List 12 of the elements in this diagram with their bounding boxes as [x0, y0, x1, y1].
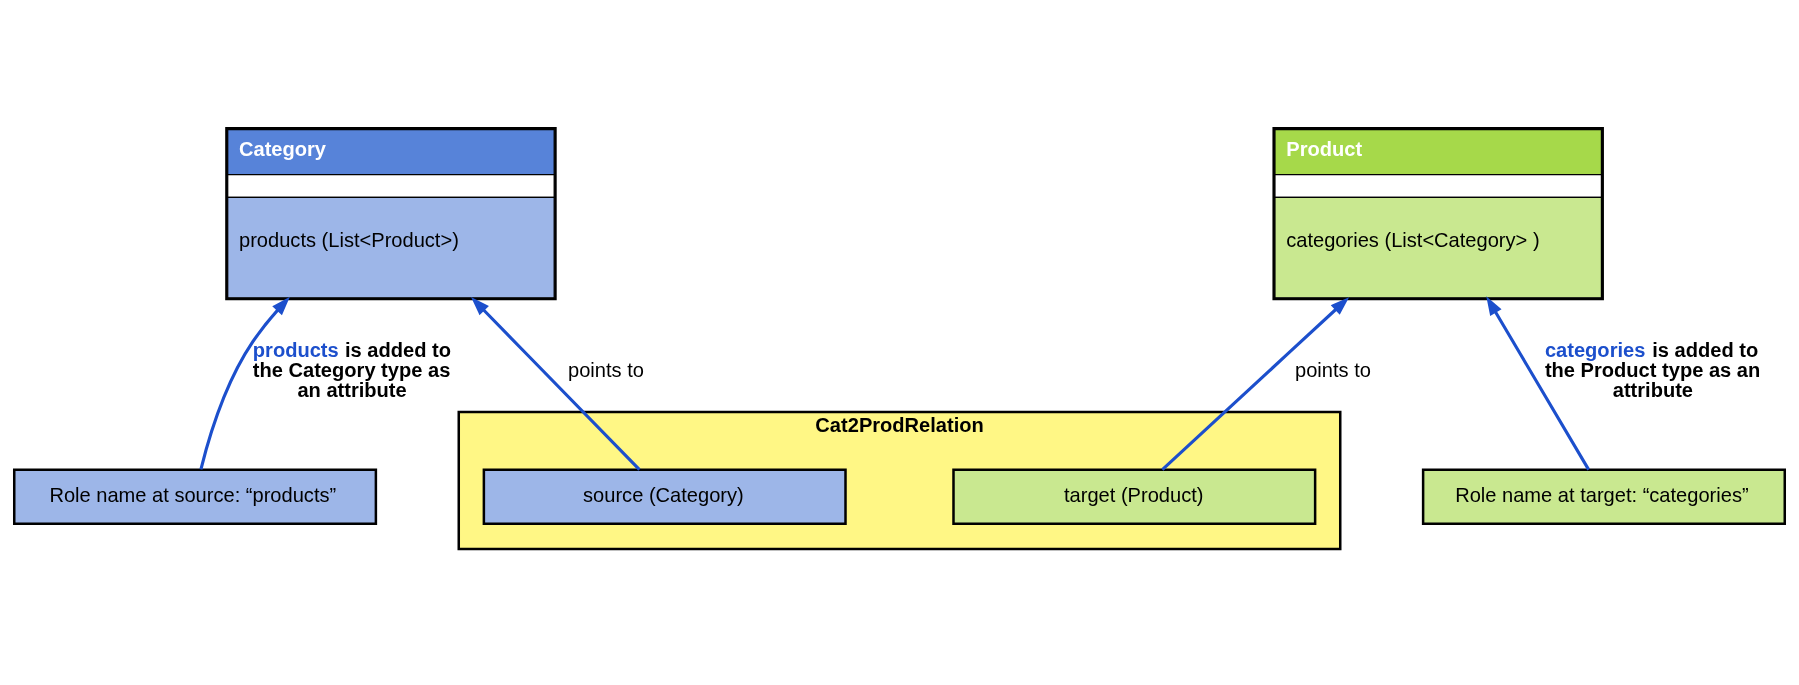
arrow: [1486, 295, 1590, 470]
arrow: [1161, 296, 1350, 471]
edge-label: points to: [1295, 358, 1371, 381]
arrow: [199, 296, 290, 470]
node-box: Role name at target: “categories”: [1421, 468, 1786, 525]
arrow: [471, 296, 641, 471]
edge-label: products is added to the Category type as an attribute: [252, 338, 452, 401]
edge-label: categories is added to the Product type as an attribute: [1544, 338, 1761, 401]
node-box: source (Category): [482, 468, 847, 525]
node-box: Role name at source: “products”: [13, 468, 378, 525]
node-box: target (Product): [952, 468, 1317, 525]
edge-label: points to: [568, 358, 644, 381]
